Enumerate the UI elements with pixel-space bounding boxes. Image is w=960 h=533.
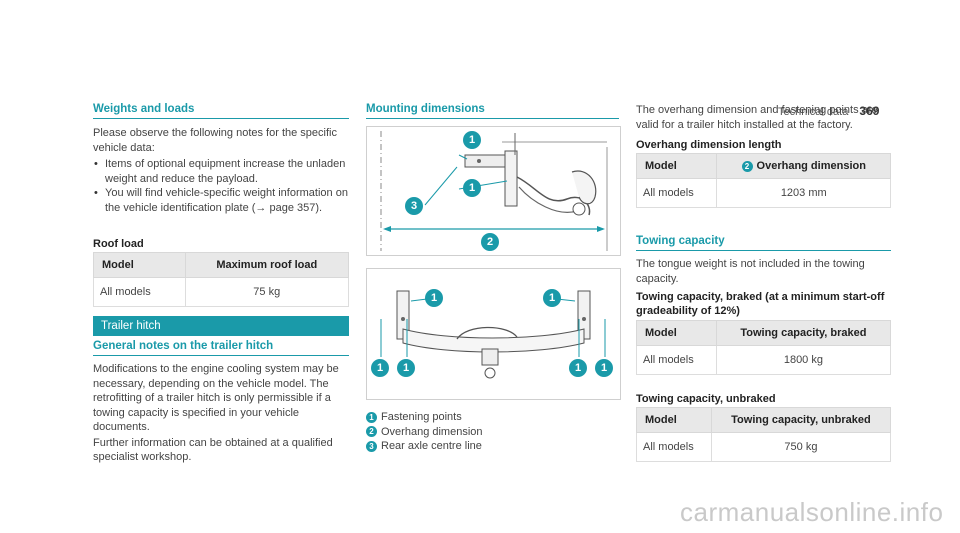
list-item: You will find vehicle-specific weight in…: [94, 186, 349, 215]
rear-view-diagram: 1 1 1 1 1 1: [366, 268, 621, 400]
legend-text: Rear axle centre line: [381, 440, 482, 452]
table-cell: 75 kg: [184, 277, 350, 307]
side-view-drawing: [380, 131, 608, 251]
towing-heading: Towing capacity: [636, 235, 891, 251]
weights-intro: Please observe the following notes for t…: [93, 126, 349, 215]
braked-table: Model Towing capacity, braked All models…: [636, 320, 892, 375]
table-header: Towing capacity, unbraked: [710, 407, 892, 433]
notes-list: Items of optional equipment increase the…: [93, 157, 349, 215]
legend-item: 2 Overhang dimension: [366, 425, 619, 440]
paragraph: Modifications to the engine cooling syst…: [93, 363, 339, 433]
paragraph: Further information can be obtained at a…: [93, 436, 333, 464]
legend-number: 2: [366, 426, 377, 438]
legend-number: 1: [366, 411, 377, 423]
page-header: Technical data 369: [778, 104, 879, 118]
braked-heading: Towing capacity, braked (at a minimum st…: [636, 291, 885, 317]
table-row: All models 750 kg: [636, 432, 892, 462]
table-cell: 1800 kg: [715, 345, 892, 375]
table-row: All models 75 kg: [93, 277, 350, 307]
overhang-intro: The overhang dimension and fastening poi…: [636, 104, 878, 131]
callout-2: 2: [481, 233, 503, 251]
table-cell: 1203 mm: [716, 178, 891, 208]
table-cell: 750 kg: [710, 432, 892, 462]
table-cell: All models: [93, 277, 186, 307]
table-cell: All models: [636, 345, 717, 375]
callout-1: 1: [595, 359, 617, 377]
table-row: All models 1203 mm: [635, 178, 891, 208]
unbraked-table: Model Towing capacity, unbraked All mode…: [636, 407, 892, 462]
intro-text: Please observe the following notes for t…: [93, 127, 337, 154]
legend-text: Fastening points: [381, 411, 462, 423]
table-header: Model: [93, 252, 186, 278]
general-notes-heading: General notes on the trailer hitch: [93, 340, 349, 356]
towing-intro: The tongue weight is not included in the…: [636, 258, 865, 285]
section-title: Technical data: [778, 106, 849, 118]
callout-1: 1: [463, 131, 485, 149]
table-header: Model: [636, 407, 712, 433]
roof-load-heading: Roof load: [93, 238, 144, 250]
legend-item: 3 Rear axle centre line: [366, 439, 619, 454]
table-cell: All models: [636, 432, 712, 462]
legend-text: Overhang dimension: [381, 425, 483, 438]
overhang-label: Overhang dimension: [756, 160, 866, 172]
table-header: Towing capacity, braked: [715, 320, 892, 346]
trailer-hitch-bar: Trailer hitch: [93, 316, 349, 336]
table-header: Maximum roof load: [184, 252, 350, 278]
table-row: All models 1800 kg: [636, 345, 892, 375]
callout-1: 1: [463, 179, 485, 197]
callout-1: 1: [397, 359, 419, 377]
rear-view-drawing: [380, 290, 606, 379]
callout-1: 1: [543, 289, 565, 307]
callout-1: 1: [425, 289, 447, 307]
table-header: Model: [635, 153, 718, 179]
unbraked-heading: Towing capacity, unbraked: [636, 393, 776, 405]
weights-heading: Weights and loads: [93, 103, 349, 119]
legend-number: 3: [366, 440, 377, 452]
general-notes-text: Modifications to the engine cooling syst…: [93, 362, 349, 465]
page-number: 369: [859, 104, 880, 118]
overhang-heading: Overhang dimension length: [636, 139, 782, 151]
callout-3: 3: [405, 197, 427, 215]
callout-1: 1: [569, 359, 591, 377]
roof-load-table: Model Maximum roof load All models 75 kg: [93, 252, 350, 307]
overhang-number: 2: [741, 160, 753, 172]
side-view-diagram: 1 1 3 2: [366, 126, 621, 256]
list-item: Items of optional equipment increase the…: [94, 157, 349, 186]
watermark: carmanualsonline.info: [680, 497, 944, 527]
mounting-heading: Mounting dimensions: [366, 103, 619, 119]
table-cell: All models: [635, 178, 718, 208]
table-header: Model: [636, 320, 717, 346]
legend-item: 1 Fastening points: [366, 410, 619, 425]
callout-1: 1: [371, 359, 393, 377]
